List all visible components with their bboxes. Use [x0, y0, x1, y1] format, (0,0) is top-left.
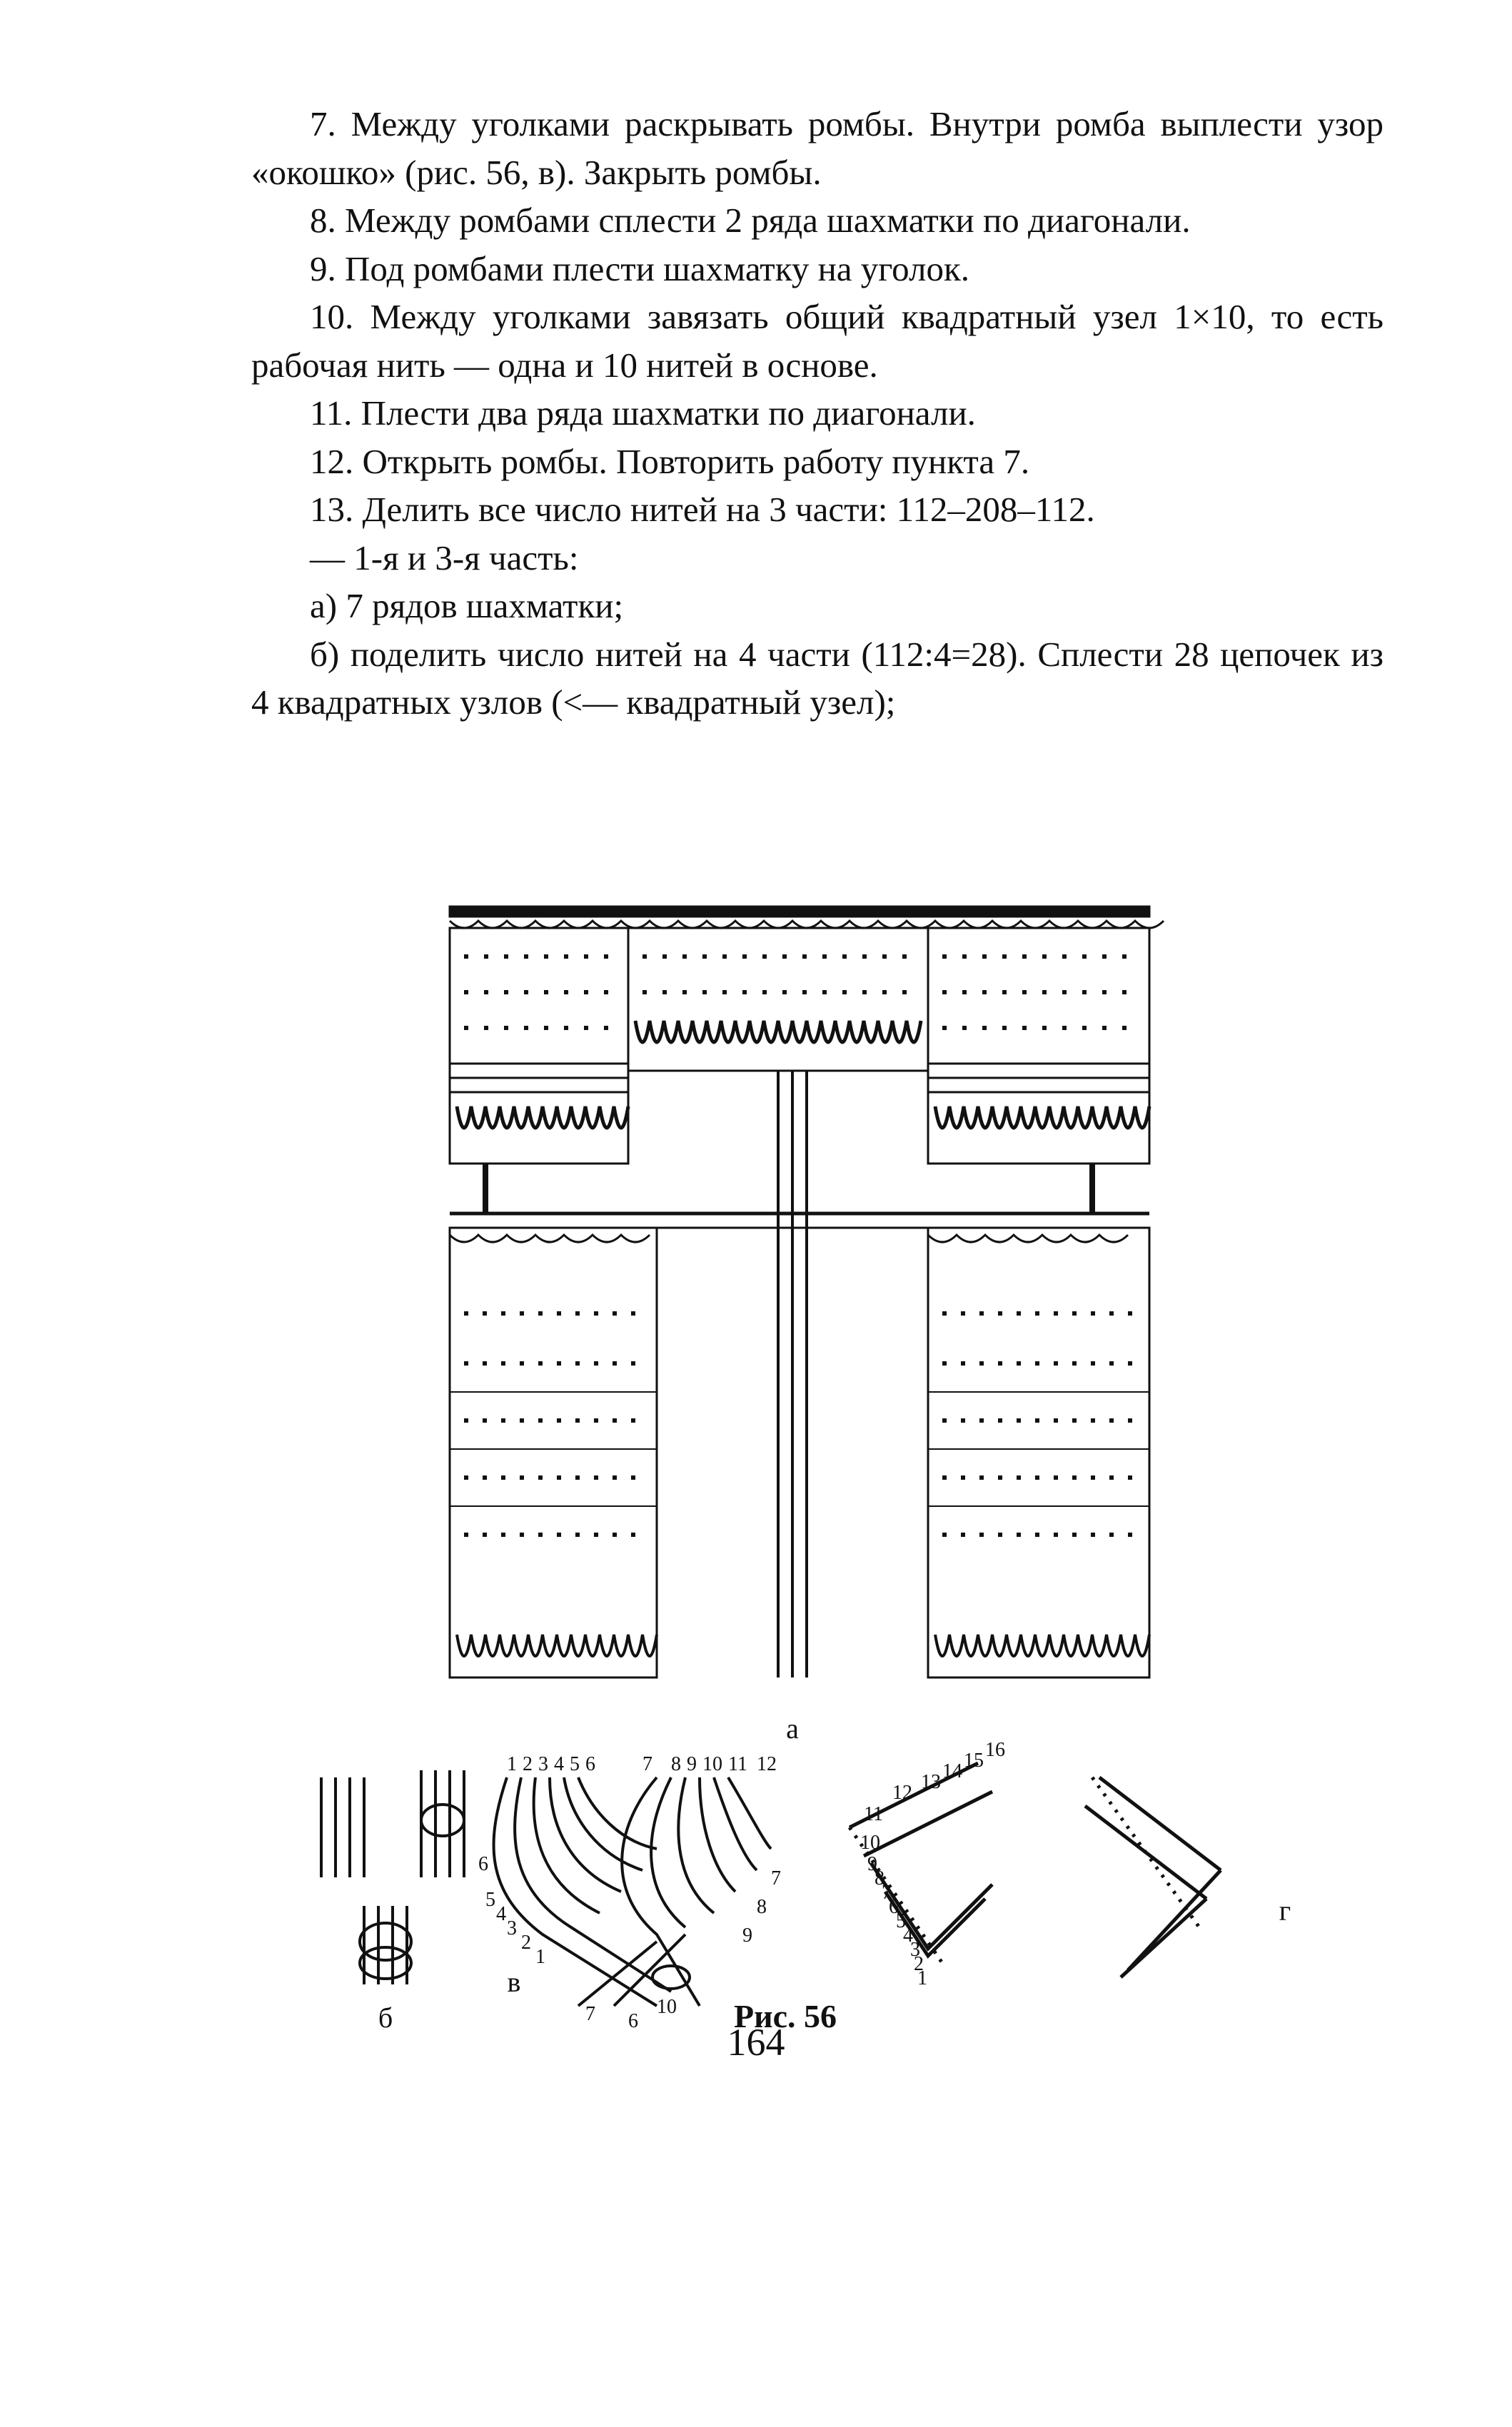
- thread-number: 4: [554, 1753, 564, 1775]
- thread-number: 6: [478, 1853, 488, 1875]
- thread-number: 7: [882, 1882, 892, 1904]
- knot-diagram-b: [320, 1770, 465, 1984]
- label-b: б: [378, 2002, 393, 2034]
- thread-number: 5: [570, 1753, 580, 1775]
- figure-caption: Рис. 56: [734, 1998, 837, 2034]
- thread-number: 1: [535, 1946, 545, 1968]
- thread-number: 7: [771, 1867, 781, 1889]
- figure-56: а б в г Рис. 56 1 2 3 4 5 6 7 8 9 10 11 …: [271, 878, 1385, 2034]
- thread-number: 16: [985, 1739, 1005, 1761]
- thread-number: 12: [757, 1753, 777, 1775]
- thread-number: 14: [942, 1760, 962, 1782]
- thread-number: 3: [538, 1753, 548, 1775]
- thread-number: 7: [642, 1753, 652, 1775]
- thread-number: 9: [742, 1924, 752, 1947]
- thread-number: 1: [507, 1753, 517, 1775]
- rhombus-diagram-v: [492, 1776, 772, 2007]
- thread-number: 6: [585, 1753, 595, 1775]
- paragraph: 12. Открыть ромбы. Повторить работу пунк…: [310, 441, 1030, 481]
- paragraph: 13. Делить все число нитей на 3 части: 1…: [310, 490, 1095, 529]
- thread-number: 9: [867, 1853, 877, 1875]
- thread-number: 15: [964, 1750, 984, 1772]
- label-v: в: [508, 1966, 521, 1998]
- thread-number: 3: [910, 1939, 920, 1961]
- paragraph: 11. Плести два ряда шахматки по диагонал…: [310, 393, 976, 433]
- paragraph: б) поделить число нитей на 4 части (112:…: [251, 634, 1384, 722]
- thread-number: 4: [903, 1924, 913, 1947]
- thread-number: 6: [628, 2010, 638, 2032]
- thread-number: 4: [496, 1903, 506, 1925]
- thread-number: 5: [896, 1910, 906, 1932]
- paragraph: 9. Под ромбами плести шахматку на уголок…: [310, 248, 970, 288]
- thread-number: 10: [702, 1753, 722, 1775]
- thread-number: 11: [728, 1753, 747, 1775]
- thread-number: 9: [687, 1753, 697, 1775]
- thread-number: 12: [892, 1782, 912, 1804]
- page-number: 164: [727, 2021, 785, 2064]
- curtain-illustration: [448, 905, 1165, 1679]
- thread-number: 13: [921, 1771, 941, 1793]
- thread-number: 2: [521, 1932, 531, 1954]
- paragraph: 7. Между уголками раскрывать ромбы. Внут…: [251, 104, 1384, 192]
- thread-number: 10: [860, 1832, 880, 1854]
- thread-number: 5: [485, 1889, 495, 1911]
- thread-number: 1: [917, 1967, 927, 1989]
- thread-number: 7: [585, 2003, 595, 2025]
- thread-number: 3: [507, 1917, 517, 1939]
- thread-number: 10: [657, 1996, 677, 2018]
- paragraph: 8. Между ромбами сплести 2 ряда шахматки…: [310, 201, 1191, 240]
- paragraph: 10. Между уголками завязать общий квадра…: [251, 297, 1384, 385]
- paragraph: а) 7 рядов шахматки;: [310, 586, 624, 625]
- thread-number: 2: [523, 1753, 533, 1775]
- thread-number: 8: [671, 1753, 681, 1775]
- paragraph: — 1-я и 3-я часть:: [310, 538, 579, 577]
- thread-number: 11: [864, 1803, 883, 1825]
- thread-number: 6: [889, 1896, 899, 1918]
- chevron-diagram-g: [847, 1761, 1222, 1979]
- label-a: а: [786, 1712, 799, 1745]
- label-g: г: [1279, 1894, 1291, 1927]
- thread-number: 8: [875, 1867, 884, 1889]
- thread-number: 8: [757, 1896, 767, 1918]
- body-text: 7. Между уголками раскрывать ромбы. Внут…: [251, 100, 1384, 727]
- thread-number: 2: [914, 1953, 924, 1975]
